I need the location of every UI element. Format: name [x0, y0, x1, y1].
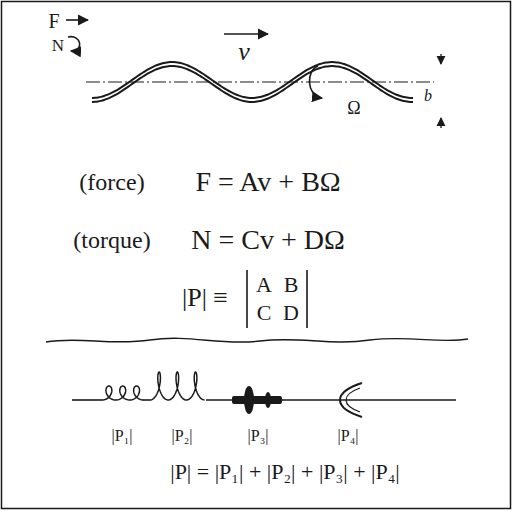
- propeller-blade: [265, 392, 271, 408]
- torque-equation: N = Cv + DΩ: [189, 226, 347, 254]
- velocity-symbol: v: [236, 39, 252, 65]
- determinant-label: |P| ≡: [180, 285, 230, 311]
- dimension-arrow: [440, 118, 441, 128]
- divider: [46, 338, 468, 342]
- cup-symbol: [346, 388, 360, 412]
- coil-symbols: [102, 372, 205, 400]
- torque-arrow: [68, 37, 80, 51]
- helix-strand: [92, 66, 413, 102]
- dimension-arrow: [440, 54, 441, 64]
- matrix-entry: B: [282, 274, 301, 296]
- force-symbol: F: [46, 11, 61, 31]
- shaft-line: [143, 399, 150, 401]
- torque-symbol: N: [50, 37, 66, 54]
- part-label: |P₄|: [336, 428, 361, 444]
- part-label: |P₃|: [246, 428, 271, 444]
- force-arrow: [66, 19, 88, 21]
- propeller-blade: [244, 386, 254, 414]
- equation-tag: (torque): [71, 228, 152, 252]
- cup-symbol: [340, 383, 362, 417]
- rotation-arrow: [309, 66, 322, 98]
- velocity-arrow: [224, 33, 268, 35]
- part-label: |P₁|: [110, 428, 135, 444]
- matrix-entry: C: [255, 302, 274, 324]
- radius-symbol: b: [422, 88, 434, 104]
- matrix-entry: A: [254, 274, 274, 296]
- matrix-entry: D: [281, 302, 301, 324]
- equation-tag: (force): [77, 170, 146, 194]
- shaft-line: [72, 399, 102, 401]
- propeller-body: [232, 396, 282, 404]
- large-coil: [150, 372, 205, 400]
- helix: [92, 62, 413, 102]
- sum-equation: |P| = |P₁| + |P₂| + |P₃| + |P₄|: [168, 461, 402, 483]
- determinant-bar: [246, 270, 248, 328]
- determinant-bar: [306, 270, 308, 328]
- force-equation: F = Av + BΩ: [193, 168, 342, 196]
- part-label: |P₂|: [170, 428, 195, 444]
- angular-velocity-symbol: Ω: [345, 99, 362, 117]
- small-coil: [102, 386, 143, 400]
- axis-line: [86, 82, 434, 83]
